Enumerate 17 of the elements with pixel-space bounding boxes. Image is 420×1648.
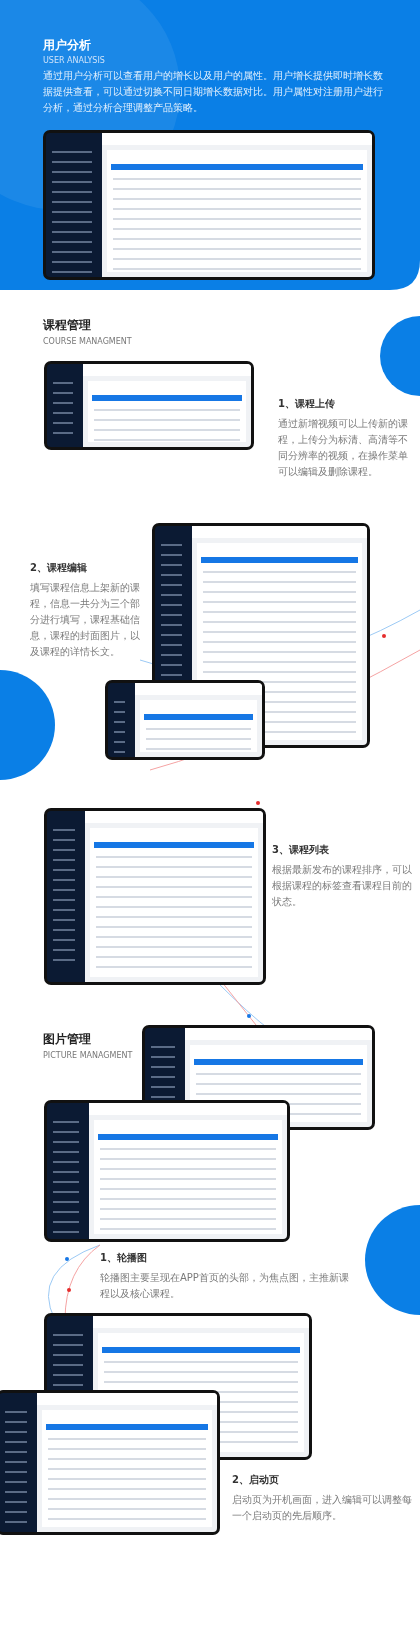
section-subtitle: COURSE MANAGMENT (43, 336, 133, 348)
feature-heading: 1、轮播图 (100, 1251, 148, 1265)
description-text: 填写课程信息上架新的课程，信息一共分为三个部分进行填写，课程基础信息，课程的封面图片，以及课程的详情长文。 (30, 581, 141, 659)
feature-heading: 1、课程上传 (278, 397, 336, 411)
feature-heading: 3、课程列表 (272, 843, 330, 857)
description-text: 通过新增视频可以上传新的课程，上传分为标清、高清等不同分辨率的视频，在操作菜单可以编辑及删除课程。 (278, 417, 409, 479)
description-text: 根据最新发布的课程排序，可以根据课程的标签查看课程目前的状态。 (272, 863, 413, 909)
description-text: 轮播图主要呈现在APP首页的头部，为焦点图，主推新课程以及核心课程。 (100, 1271, 350, 1301)
description-text: 通过用户分析可以查看用户的增长以及用户的属性。用户增长提供即时增长数据提供查看，可以通过切换不同日期增长数据对比。用户属性对注册用户进行分析，通过分析合理调整产品策略。 (43, 69, 384, 115)
section-title: 图片管理 (43, 1031, 92, 1048)
section-subtitle: PICTURE MANAGMENT (43, 1050, 134, 1062)
section-title: 用户分析 (43, 37, 92, 54)
feature-heading: 2、启动页 (232, 1473, 280, 1487)
section-title: 课程管理 (43, 317, 92, 334)
description-text: 启动页为开机画面，进入编辑可以调整每一个启动页的先后顺序。 (232, 1493, 412, 1523)
section-subtitle: USER ANALYSIS (43, 55, 106, 67)
feature-heading: 2、课程编辑 (30, 561, 88, 575)
